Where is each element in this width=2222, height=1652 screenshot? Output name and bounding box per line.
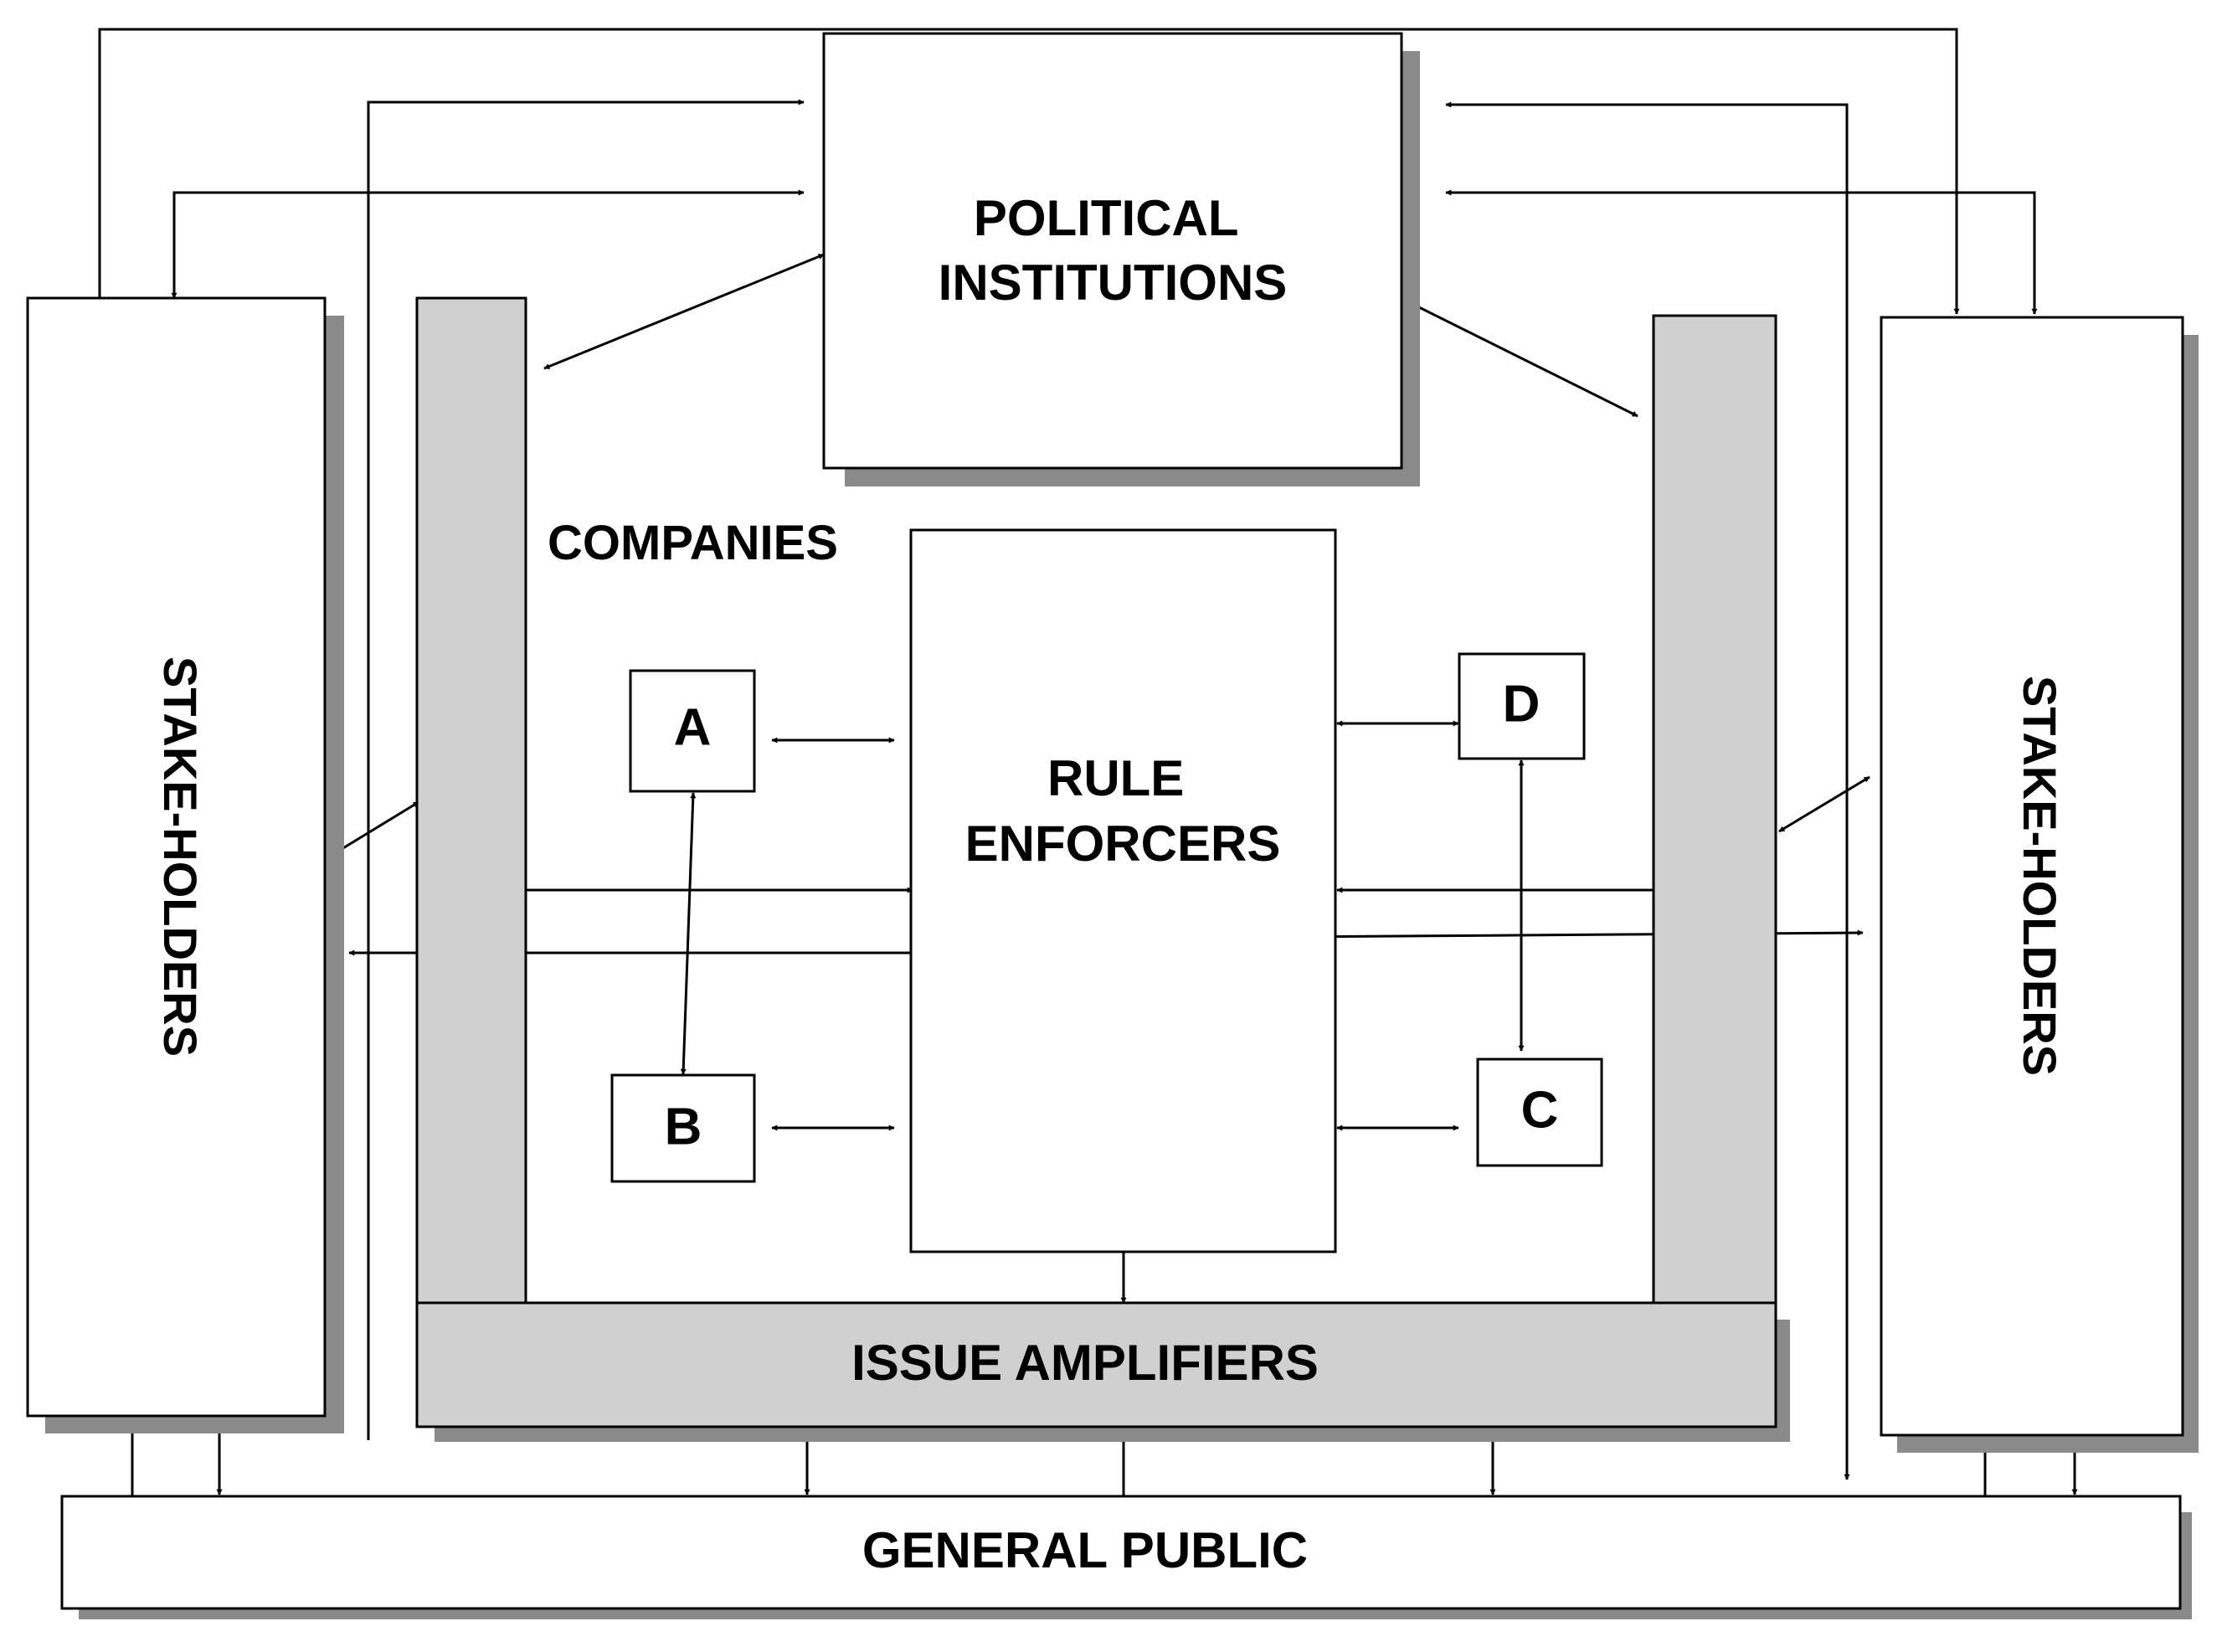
companies-right-bar [1652, 314, 1777, 1307]
company-d-label: D [1503, 675, 1540, 733]
arrow-political-right-stakeholders [1445, 189, 2038, 315]
svg-text:RULE ENFORCERS: RULE ENFORCERS [965, 750, 1281, 872]
political-institutions: POLITICAL INSTITUTIONS [822, 32, 1403, 470]
general-public: GENERAL PUBLIC [60, 1495, 2182, 1610]
company-b-label: B [665, 1098, 702, 1155]
stakeholders-right: STAKE-HOLDERS [1880, 316, 2184, 1437]
stakeholders-left: STAKE-HOLDERS [26, 296, 327, 1418]
arrow-political-right-vertical [1445, 101, 1850, 1480]
issue-amplifiers-label: ISSUE AMPLIFIERS [851, 1335, 1319, 1391]
arrow-political-left-bar [543, 253, 825, 370]
company-b: B [610, 1073, 756, 1183]
company-c: C [1476, 1058, 1603, 1167]
stakeholders-left-label: STAKE-HOLDERS [154, 656, 207, 1057]
company-a: A [629, 669, 756, 793]
stakeholders-right-label: STAKE-HOLDERS [2014, 676, 2066, 1076]
rule-enforcers: RULE ENFORCERS [909, 528, 1337, 1253]
svg-text:POLITICAL INSTITUTIONS: POLITICAL INSTITUTIONS [939, 190, 1288, 311]
company-d: D [1458, 652, 1586, 760]
arrow-right-bar-stakeholders [1778, 775, 1870, 833]
companies-left-bar [415, 296, 527, 1307]
arrow-top-outer-loop [96, 28, 1960, 315]
rule-enforcers-line2: ENFORCERS [965, 816, 1281, 872]
company-c-label: C [1521, 1081, 1559, 1139]
company-a-label: A [674, 698, 712, 756]
arrow-a-b [680, 792, 697, 1075]
political-institutions-line1: POLITICAL [974, 190, 1238, 246]
arrow-left-vertical-to-political [367, 99, 805, 1440]
general-public-label: GENERAL PUBLIC [862, 1522, 1308, 1578]
political-institutions-line2: INSTITUTIONS [939, 255, 1288, 311]
arrow-political-right-bar [1408, 301, 1638, 418]
issue-amplifiers [415, 1301, 1777, 1428]
arrow-left-stakeholders-political [171, 189, 805, 299]
companies-frame: ISSUE AMPLIFIERS [415, 296, 1777, 1428]
rule-enforcers-line1: RULE [1047, 750, 1184, 806]
companies-label: COMPANIES [548, 516, 838, 570]
